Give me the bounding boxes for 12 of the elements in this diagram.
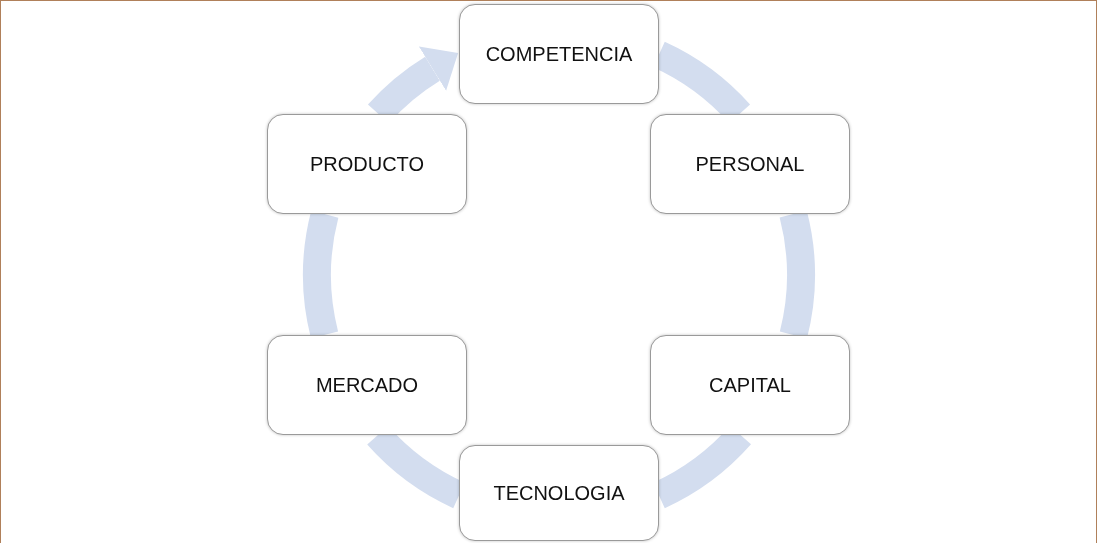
box-label: PERSONAL bbox=[695, 152, 805, 177]
process-box bbox=[650, 114, 850, 214]
process-box bbox=[650, 335, 850, 435]
box-label: TECNOLOGIA bbox=[493, 481, 625, 506]
box-label: COMPETENCIA bbox=[485, 42, 633, 67]
box-label: MERCADO bbox=[315, 373, 419, 398]
box-label: PRODUCTO bbox=[309, 152, 425, 177]
process-box bbox=[267, 114, 467, 214]
process-box bbox=[459, 4, 659, 104]
process-box bbox=[267, 335, 467, 435]
box-label: CAPITAL bbox=[709, 373, 791, 398]
process-box bbox=[459, 445, 659, 541]
